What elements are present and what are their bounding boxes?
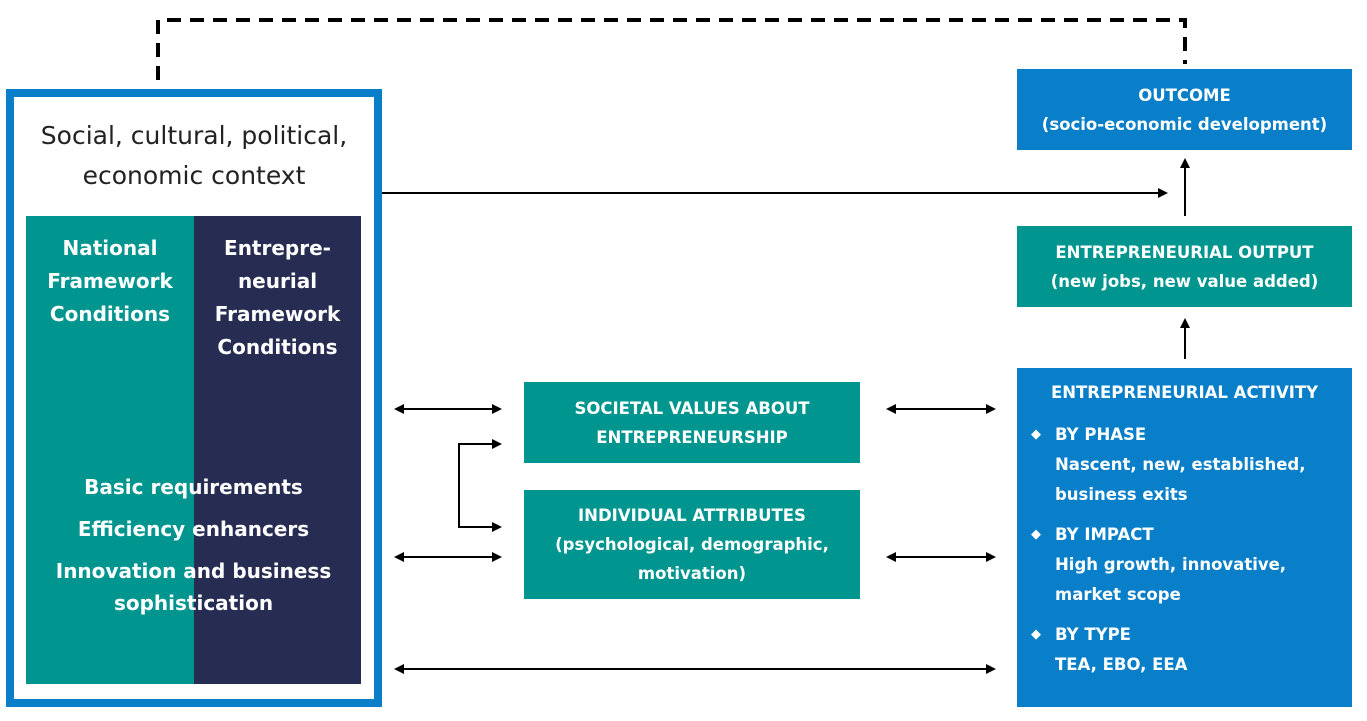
- context-title: Social, cultural, political, economic co…: [14, 116, 374, 196]
- diamond-bullet-icon: ◆: [1031, 427, 1041, 442]
- label: motivation): [637, 564, 747, 583]
- item-text: High growth, innovative,: [1055, 555, 1287, 574]
- feedback-dashed-line: [156, 18, 1187, 80]
- context-title-line: Social, cultural, political,: [40, 121, 348, 150]
- national-framework-conditions: National Framework Conditions: [26, 216, 194, 684]
- label: National: [62, 236, 158, 260]
- item-text: market scope: [1055, 585, 1181, 604]
- label: INDIVIDUAL ATTRIBUTES: [578, 506, 806, 525]
- entrepreneurial-activity-box: ENTREPRENEURIAL ACTIVITY ◆ BY PHASE Nasc…: [1017, 368, 1352, 707]
- societal-individual-bracket: [458, 439, 502, 532]
- label: Framework: [214, 302, 341, 326]
- label: ENTREPRENEURSHIP: [596, 427, 788, 447]
- entrepreneurial-framework-conditions: Entrepre- neurial Framework Conditions: [194, 216, 361, 684]
- pillar-innovation-cont: sophistication: [113, 591, 274, 615]
- item-head: BY IMPACT: [1055, 525, 1154, 544]
- outcome-box: OUTCOME (socio-economic development): [1017, 69, 1352, 150]
- label: Entrepre-: [224, 236, 331, 260]
- activity-item-impact: ◆ BY IMPACT High growth, innovative, mar…: [1031, 520, 1338, 610]
- label: neurial: [237, 269, 318, 293]
- label: (socio-economic development): [1041, 114, 1328, 134]
- item-head: BY PHASE: [1055, 425, 1147, 444]
- item-text: TEA, EBO, EEA: [1055, 655, 1188, 674]
- label: Conditions: [217, 335, 338, 359]
- activity-item-phase: ◆ BY PHASE Nascent, new, established, bu…: [1031, 420, 1338, 510]
- diamond-bullet-icon: ◆: [1031, 527, 1041, 542]
- pillars-list: Basic requirements Efficiency enhancers …: [26, 466, 361, 620]
- entrepreneurial-output-box: ENTREPRENEURIAL OUTPUT (new jobs, new va…: [1017, 226, 1352, 307]
- pillar-efficiency-enhancers: Efficiency enhancers: [77, 517, 310, 541]
- activity-title: ENTREPRENEURIAL ACTIVITY: [1050, 383, 1319, 402]
- item-text: business exits: [1055, 485, 1188, 504]
- activity-item-type: ◆ BY TYPE TEA, EBO, EEA: [1031, 620, 1338, 680]
- label: Framework: [47, 269, 173, 293]
- item-text: Nascent, new, established,: [1055, 455, 1306, 474]
- item-head: BY TYPE: [1055, 625, 1131, 644]
- pillar-basic-requirements: Basic requirements: [84, 475, 303, 499]
- pillar-innovation: Innovation and business: [55, 559, 332, 583]
- context-title-line: economic context: [82, 161, 306, 190]
- label: (psychological, demographic,: [555, 535, 829, 554]
- label: (new jobs, new value added): [1050, 271, 1319, 291]
- label: OUTCOME: [1138, 85, 1231, 105]
- label: SOCIETAL VALUES ABOUT: [574, 398, 810, 418]
- label: ENTREPRENEURIAL OUTPUT: [1055, 242, 1314, 262]
- individual-attributes-box: INDIVIDUAL ATTRIBUTES (psychological, de…: [524, 490, 860, 599]
- label: Conditions: [49, 302, 171, 326]
- diamond-bullet-icon: ◆: [1031, 627, 1041, 642]
- societal-values-box: SOCIETAL VALUES ABOUT ENTREPRENEURSHIP: [524, 382, 860, 463]
